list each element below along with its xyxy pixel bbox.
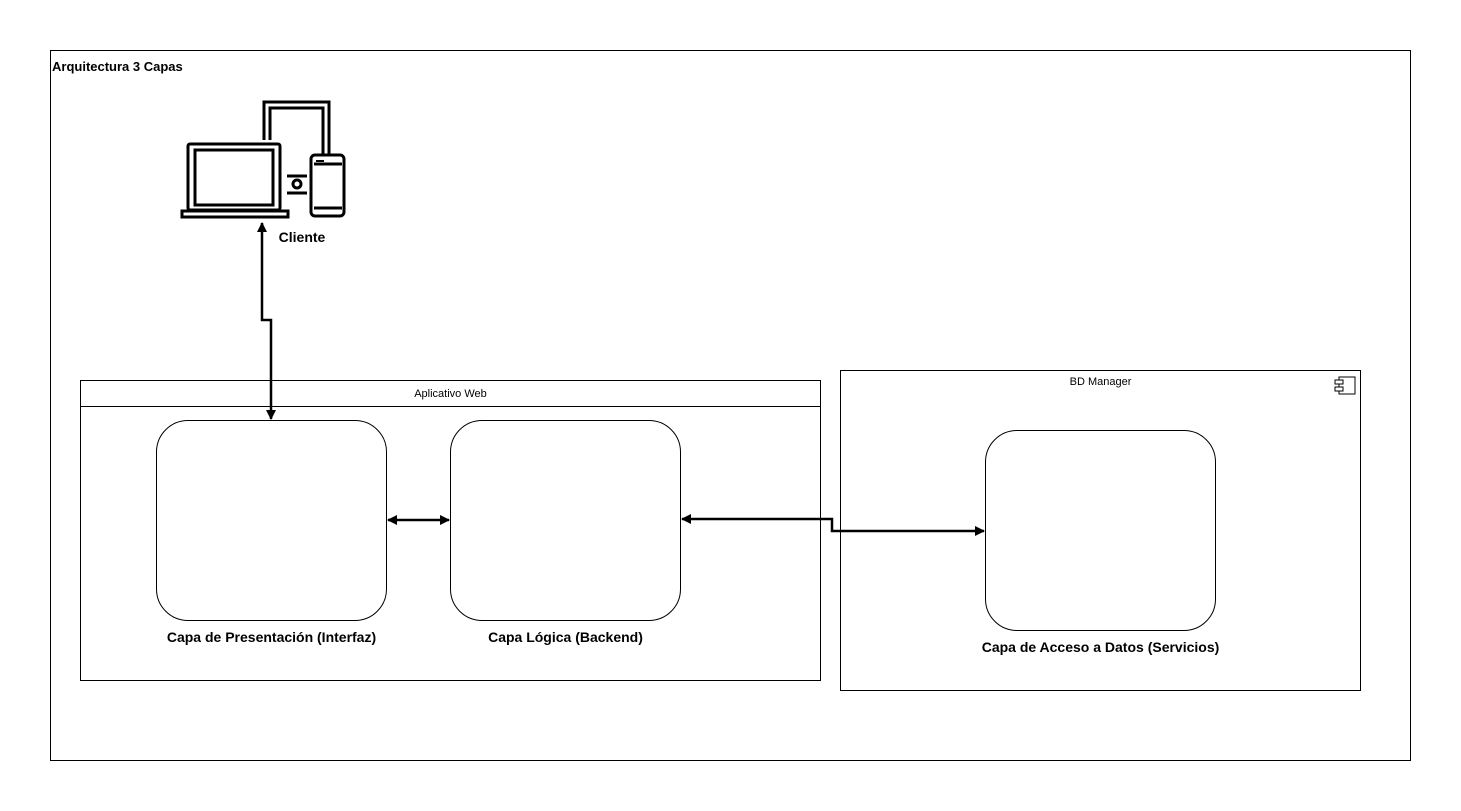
client-label: Cliente (278, 229, 326, 245)
db-manager-title: BD Manager (1069, 376, 1132, 388)
web-app-header: Aplicativo Web (80, 380, 821, 407)
architecture-frame (50, 50, 1411, 761)
presentation-layer-label: Capa de Presentación (Interfaz) (166, 629, 377, 645)
presentation-layer-box (156, 420, 387, 621)
client-presentation-connector (257, 222, 276, 420)
phone-icon (309, 153, 346, 218)
logic-layer-label: Capa Lógica (Backend) (488, 629, 643, 645)
logic-data-access-connector (681, 514, 985, 536)
logic-layer-box (450, 420, 681, 621)
diagram-title: Arquitectura 3 Capas (52, 59, 183, 74)
tablet-icon (262, 100, 331, 154)
web-app-title: Aplicativo Web (414, 387, 487, 400)
data-access-layer-label: Capa de Acceso a Datos (Servicios) (981, 639, 1220, 655)
data-access-layer-box (985, 430, 1216, 631)
